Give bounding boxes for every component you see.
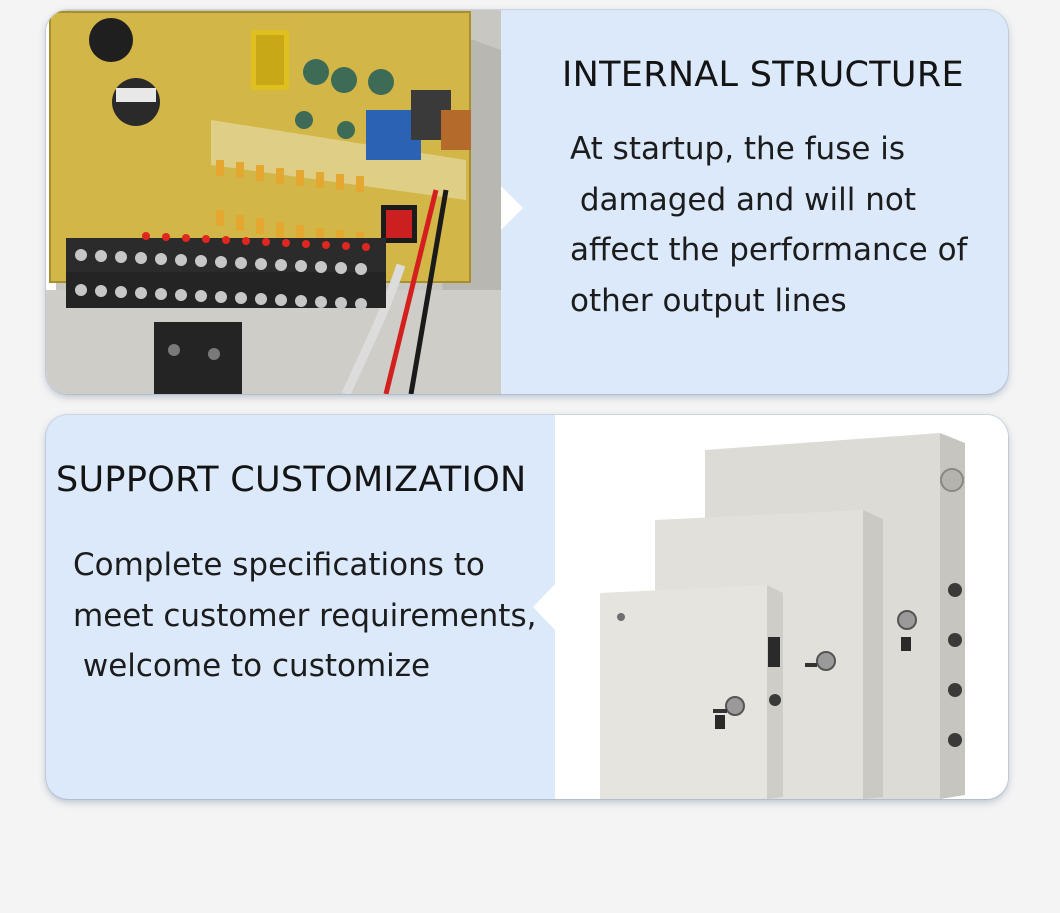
description-line: meet customer requirements,: [73, 597, 537, 634]
description-line: affect the performance of: [570, 232, 968, 268]
description-line: Complete specifications to: [73, 547, 485, 583]
photo-pointer: [501, 186, 523, 230]
section-description: Complete specifications to meet customer…: [73, 540, 536, 692]
description-line: welcome to customize: [73, 648, 431, 684]
support-customization-card: SUPPORT CUSTOMIZATION Complete specifica…: [46, 415, 1008, 799]
internal-structure-card: INTERNAL STRUCTURE At startup, the fuse …: [46, 10, 1008, 394]
section-heading: INTERNAL STRUCTURE: [562, 55, 964, 95]
enclosures-photo: [555, 415, 1008, 799]
internal-circuit-board-photo: [46, 10, 501, 394]
photo-pointer: [533, 584, 555, 630]
description-line: At startup, the fuse is: [570, 131, 906, 167]
section-heading: SUPPORT CUSTOMIZATION: [56, 460, 527, 500]
description-line: other output lines: [570, 282, 847, 319]
section-description: At startup, the fuse is damaged and will…: [570, 124, 967, 326]
description-line: damaged and will not: [570, 181, 916, 218]
